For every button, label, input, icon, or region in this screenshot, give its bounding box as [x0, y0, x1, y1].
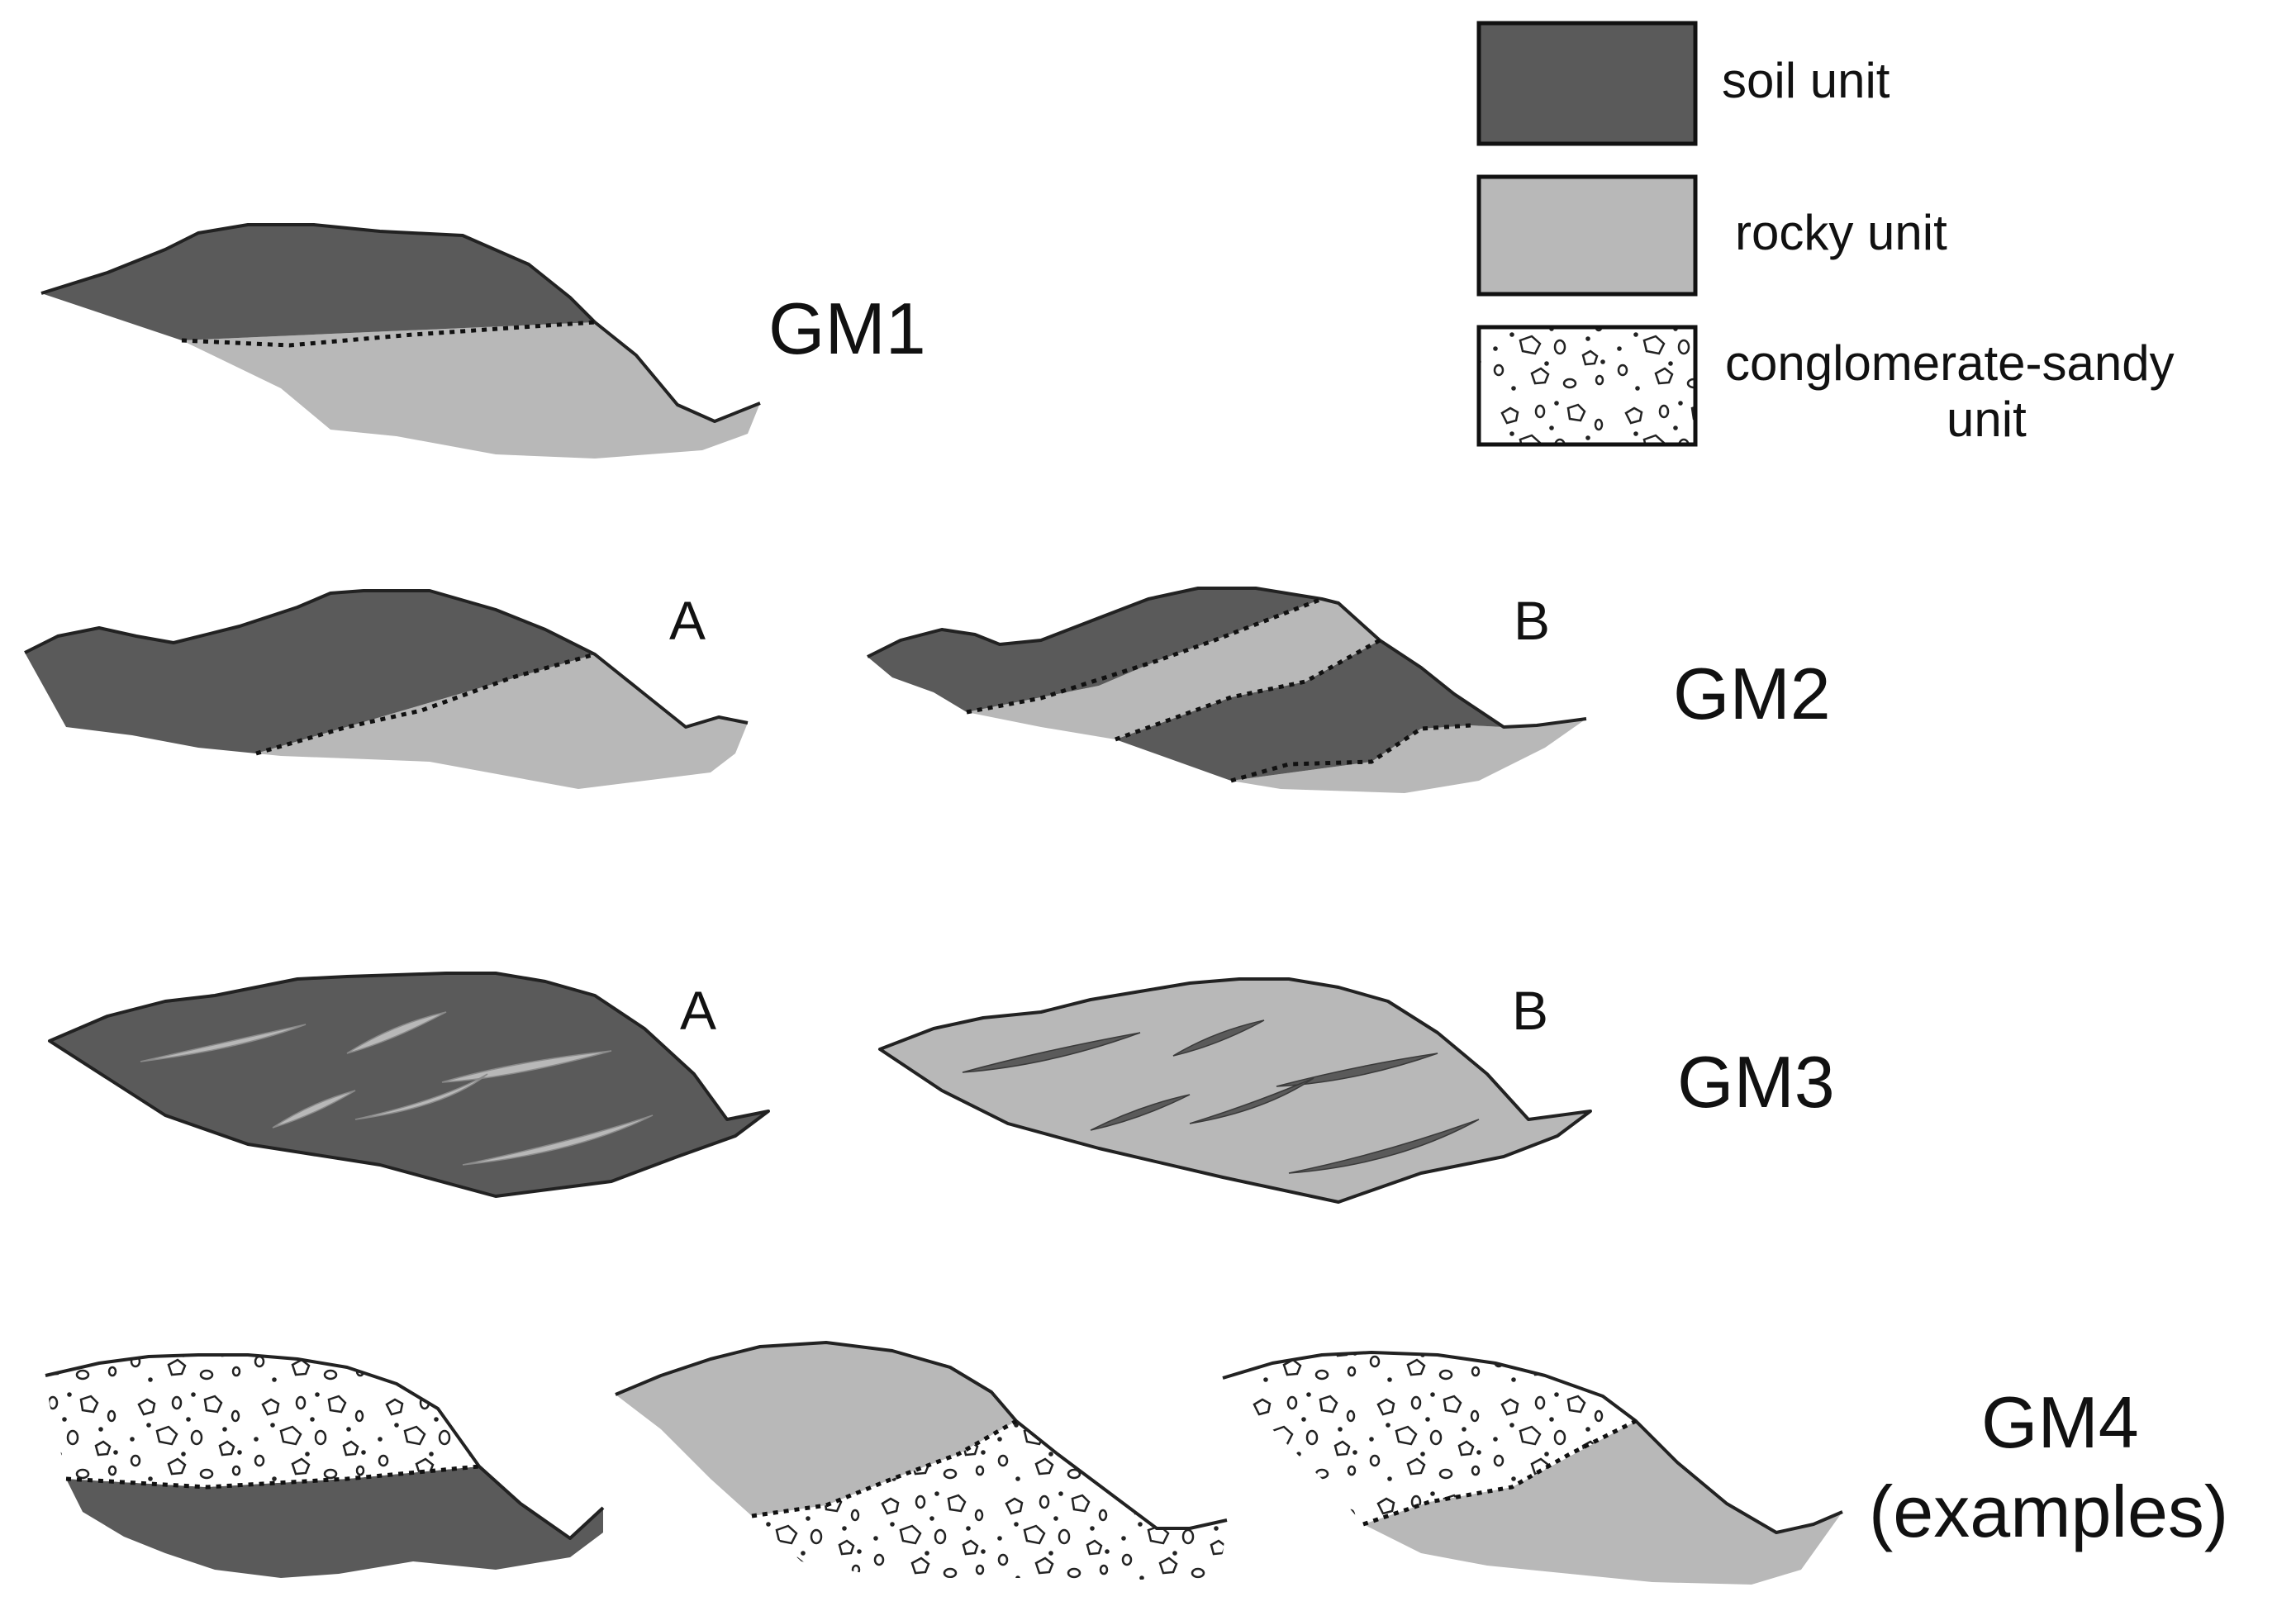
gm3a-rocky-lens [462, 1114, 654, 1166]
gm4-example-3 [1222, 1351, 1843, 1585]
gm1-model: GM1 [40, 223, 926, 459]
gm3b-soil-lens [962, 1032, 1141, 1073]
gm2-variant-b: B [867, 587, 1587, 793]
gm1-soil-unit [41, 225, 595, 340]
legend-soil-swatch [1476, 21, 1698, 146]
gm2b-rocky-lower [1231, 719, 1586, 793]
gm2b-contact-line-1 [966, 596, 1323, 715]
gm2a-outline [24, 589, 749, 729]
gm4-example-2 [615, 1341, 1228, 1580]
gm3a-variant-label: A [680, 980, 716, 1041]
gm2a-rocky-unit [256, 654, 748, 789]
gm3b-variant-label: B [1512, 980, 1548, 1041]
gm4e3-rocky-unit [1363, 1421, 1842, 1585]
gm3a-rocky-lens [272, 1090, 356, 1129]
gm1-outline [40, 223, 761, 423]
legend-conglomerate-label-line2: unit [1947, 392, 2027, 447]
gm4e2-outline [615, 1341, 1228, 1530]
gm4-label-line1: GM4 [1981, 1381, 2139, 1463]
gm3a-rocky-lens [346, 1011, 447, 1054]
gm2b-rocky-upper [967, 599, 1380, 739]
gm3b-soil-lens [1276, 1053, 1438, 1087]
legend-conglomerate-label-line1: conglomerate-sandy [1725, 335, 2175, 391]
legend-rocky-label: rocky unit [1735, 205, 1947, 260]
gm4e3-conglomerate-unit [1223, 1352, 1636, 1524]
legend-conglomerate-swatch [1476, 325, 1698, 447]
gm4e2-rocky-unit [616, 1342, 1016, 1516]
gm2b-contact-line-2 [1115, 638, 1381, 742]
gm3b-soil-lens [1288, 1119, 1480, 1174]
gm3-variant-b: B [878, 977, 1592, 1204]
gm4e1-outline [45, 1353, 605, 1540]
gm2-variant-a: A [24, 589, 749, 789]
gm3-label: GM3 [1677, 1041, 1835, 1123]
gm2b-contact-line-3 [1230, 723, 1471, 783]
gm4e2-contact-line [751, 1419, 1018, 1518]
gm4-label-line2: (examples) [1869, 1471, 2228, 1552]
gm2-label: GM2 [1673, 653, 1831, 734]
gm2b-outline [867, 587, 1587, 729]
gm3a-soil-unit [48, 972, 770, 1198]
legend: soil unit rocky unit conglomerate-sandy … [1476, 21, 2175, 447]
gm4e3-outline [1222, 1351, 1843, 1534]
gm2b-variant-label: B [1514, 590, 1550, 651]
legend-rocky-swatch [1476, 174, 1698, 297]
gm3-variant-a: A [48, 972, 770, 1198]
gm3a-rocky-lens [140, 1024, 307, 1062]
gm4e1-conglomerate-unit [45, 1355, 479, 1487]
gm4e1-contact-line [65, 1464, 480, 1490]
gm2a-soil-unit [25, 591, 595, 753]
gm3b-soil-lens [1172, 1019, 1265, 1057]
gm3a-rocky-lens [354, 1073, 488, 1120]
legend-soil-label: soil unit [1722, 53, 1890, 108]
gm4e2-conglomerate-unit [752, 1421, 1227, 1580]
gm3b-soil-lens [1189, 1077, 1314, 1124]
gm1-label: GM1 [768, 288, 926, 369]
gm3b-soil-lens [1090, 1094, 1191, 1131]
gm2b-soil-lower [1115, 640, 1504, 781]
gm4e3-contact-line [1362, 1419, 1638, 1527]
gm1-contact-line [181, 320, 596, 348]
gm1-rocky-unit [182, 322, 760, 459]
gm2a-variant-label: A [669, 590, 706, 651]
gm4-example-1 [45, 1353, 605, 1578]
gm2b-soil-upper [868, 588, 1322, 712]
gm4e1-soil-unit [66, 1466, 603, 1578]
gm3a-rocky-lens [441, 1050, 612, 1083]
gm3b-rocky-unit [878, 977, 1592, 1204]
